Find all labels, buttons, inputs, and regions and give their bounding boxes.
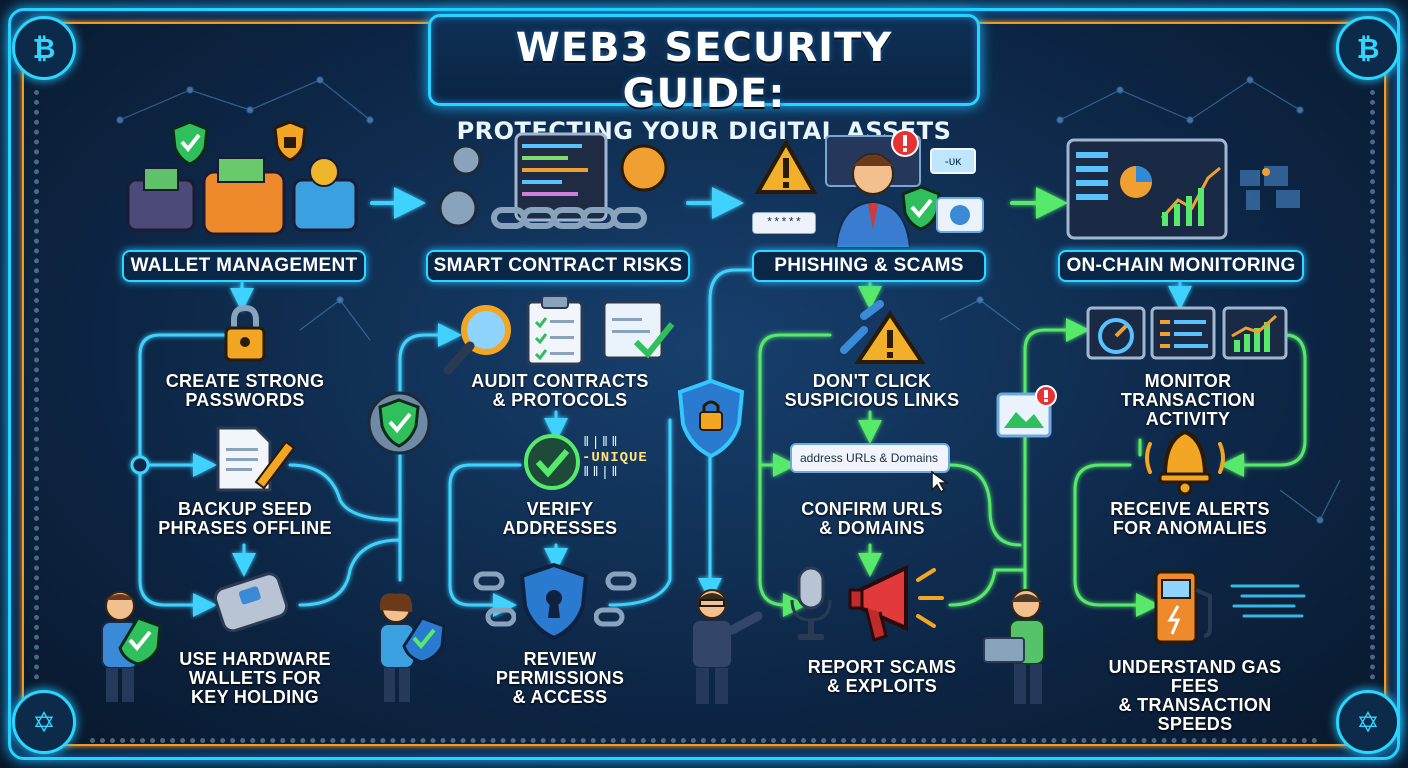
alert-bell-icon — [1140, 420, 1230, 496]
shield-check-icon — [900, 185, 942, 231]
checked-window-icon — [600, 298, 676, 364]
speed-lines-icon — [1228, 576, 1308, 630]
step-audit-contracts: AUDIT CONTRACTS & PROTOCOLS — [471, 371, 649, 410]
chain-link-icon — [472, 570, 516, 630]
network-hexagon-icon: ✡ — [12, 690, 76, 754]
presenter-person-icon — [672, 586, 764, 708]
code-window-icon — [436, 130, 676, 240]
list-window-icon — [1150, 306, 1216, 360]
globe-icon — [935, 196, 985, 234]
step-review-permissions: REVIEW PERMISSIONS & ACCESS — [495, 649, 625, 707]
step-dont-click-links: DON'T CLICK SUSPICIOUS LINKS — [784, 371, 960, 410]
chain-link-icon — [594, 570, 638, 630]
padlock-icon — [222, 304, 268, 364]
check-circle-icon — [522, 432, 582, 492]
shield-lock-icon — [272, 120, 308, 162]
chain-border-left — [34, 90, 39, 680]
bar-chart-window-icon — [1222, 306, 1288, 360]
step-report-scams: REPORT SCAMS & EXPLOITS — [807, 657, 957, 696]
unique-address-graphic: ǁ|ǁǁ -UNIQUE ǁǁ|ǁ — [582, 435, 648, 481]
chain-border-right — [1370, 90, 1375, 680]
magnifier-icon — [440, 300, 520, 378]
alert-bubble-icon — [890, 128, 920, 158]
step-receive-alerts: RECEIVE ALERTS FOR ANOMALIES — [1110, 499, 1270, 538]
step-understand-gas-fees: UNDERSTAND GAS FEES & TRANSACTION SPEEDS — [1108, 657, 1282, 734]
step-confirm-urls: CONFIRM URLS & DOMAINS — [801, 499, 943, 538]
person-laptop-icon — [982, 586, 1058, 708]
step-create-strong-passwords: CREATE STRONG PASSWORDS — [165, 371, 325, 410]
url-bar-input: address URLs & Domains — [790, 443, 950, 473]
password-field: ***** — [752, 212, 816, 234]
wallet-icon — [122, 150, 362, 240]
person-shield-icon — [92, 588, 164, 706]
step-backup-seed-phrases: BACKUP SEED PHRASES OFFLINE — [158, 499, 332, 538]
bitcoin-icon: ₿ — [12, 16, 76, 80]
bitcoin-icon: ₿ — [1336, 16, 1400, 80]
network-hexagon-icon: ✡ — [1336, 690, 1400, 754]
section-label-phishing-scams: PHISHING & SCAMS — [752, 250, 986, 282]
megaphone-icon — [846, 556, 950, 652]
document-pencil-icon — [212, 424, 296, 494]
section-label-on-chain-monitoring: ON-CHAIN MONITORING — [1058, 250, 1304, 282]
chain-border-bottom — [90, 738, 1318, 743]
gas-pump-icon — [1150, 566, 1224, 650]
cursor-icon — [930, 470, 950, 494]
speedometer-window-icon — [1086, 306, 1146, 360]
dashboard-monitor-icon — [1066, 138, 1228, 240]
step-use-hardware-wallets: USE HARDWARE WALLETS FOR KEY HOLDING — [179, 649, 331, 707]
page-title: WEB3 SECURITY GUIDE: — [515, 25, 893, 117]
fake-login-button: -ᴜᴋ — [930, 148, 976, 174]
microphone-icon — [786, 564, 836, 644]
hardware-wallet-icon — [212, 566, 296, 632]
warning-triangle-icon — [755, 140, 817, 196]
checklist-clipboard-icon — [524, 294, 586, 368]
broken-link-warning-icon — [830, 300, 926, 366]
person-shield-icon — [368, 590, 450, 706]
alert-image-window-icon — [994, 384, 1062, 442]
world-map-icon — [1236, 160, 1310, 220]
section-label-wallet-management: WALLET MANAGEMENT — [122, 250, 366, 282]
outer-frame — [8, 8, 1400, 760]
step-monitor-transaction-activity: MONITOR TRANSACTION ACTIVITY — [1120, 371, 1256, 429]
shield-lock-icon — [676, 378, 746, 460]
shield-keyhole-icon — [518, 562, 590, 642]
gear-shield-icon — [366, 388, 432, 458]
section-label-smart-contract-risks: SMART CONTRACT RISKS — [426, 250, 690, 282]
step-verify-addresses: VERIFY ADDRESSES — [502, 499, 618, 538]
shield-check-icon — [170, 120, 210, 166]
person-icon — [818, 130, 928, 250]
